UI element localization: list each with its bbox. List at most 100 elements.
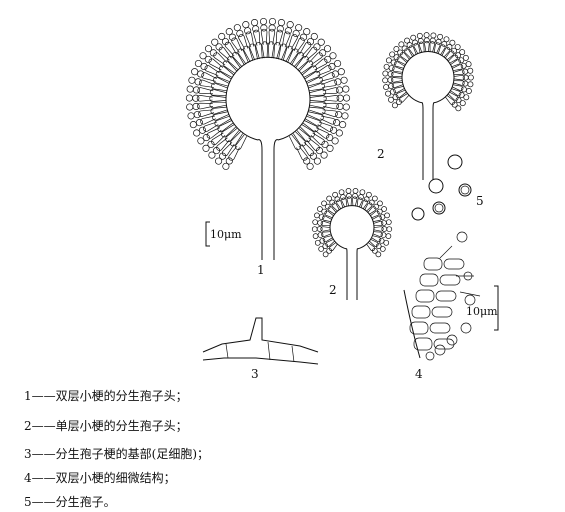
conidium (295, 24, 303, 32)
sterigma (215, 71, 232, 83)
sterigma (305, 115, 322, 127)
conidium (334, 78, 342, 86)
conidium (463, 271, 473, 281)
conidium (329, 199, 336, 206)
sterigma (304, 71, 321, 83)
sterigma (275, 29, 283, 46)
sterigma (238, 34, 249, 50)
conidium (252, 25, 260, 33)
conidium (379, 246, 386, 252)
sterigma (308, 52, 323, 66)
conidium (375, 243, 382, 249)
conidium (221, 38, 230, 46)
sterigma (369, 239, 379, 247)
conidium (195, 119, 203, 127)
conidium (343, 94, 351, 102)
conidium (219, 152, 227, 160)
sterigma (206, 127, 222, 139)
sterigma (282, 45, 293, 63)
sterigma (296, 128, 311, 143)
sterigma (325, 239, 335, 247)
conidium (417, 38, 424, 44)
conidium (331, 137, 339, 145)
conidium (404, 37, 410, 44)
conidium (268, 24, 276, 32)
conidium (390, 59, 397, 66)
conidium (215, 157, 223, 165)
conidium (410, 34, 417, 41)
conidium (335, 86, 344, 94)
sterigma (308, 106, 326, 115)
conidium (376, 208, 383, 215)
conidium (309, 152, 317, 160)
sterigma (391, 77, 403, 83)
conidium (319, 49, 327, 57)
conidium (398, 41, 405, 48)
conidium (412, 39, 418, 46)
sterigma (222, 60, 238, 74)
biseriate-conidial-head (185, 17, 351, 260)
conidium (449, 39, 456, 46)
sterigma (229, 131, 244, 147)
conidium (451, 47, 458, 54)
conidium (244, 27, 252, 35)
conidium (312, 219, 319, 226)
conidium (381, 220, 387, 226)
scale-bars (205, 221, 499, 331)
conidium (406, 42, 413, 49)
scale-label-4: 10μm (466, 305, 498, 318)
sterigma (299, 41, 312, 57)
sterigma (437, 44, 446, 56)
conidium (391, 102, 398, 109)
conidium (460, 62, 467, 69)
conidium (199, 52, 207, 60)
sterigma (395, 89, 407, 99)
conidium (329, 52, 337, 60)
sterigma (292, 131, 307, 147)
sterigma (304, 46, 318, 61)
conidium (193, 111, 201, 119)
conidium (204, 55, 212, 63)
conidium (462, 74, 469, 81)
conidium (342, 103, 350, 111)
conidium (326, 144, 334, 152)
conidium (338, 189, 345, 196)
sterigma (452, 64, 464, 72)
foot-cell-outline (202, 317, 319, 365)
sterigma (227, 56, 241, 71)
conidium (389, 88, 396, 95)
conidium (381, 226, 388, 232)
conidium (458, 92, 465, 98)
conidium (382, 77, 389, 84)
conidium (324, 55, 332, 63)
conidium (465, 88, 472, 94)
sterigma (400, 52, 410, 62)
conidium (276, 25, 284, 33)
conidium (259, 17, 268, 26)
conidium (437, 33, 444, 40)
sterigma (323, 102, 339, 110)
conidium (352, 188, 359, 194)
sterigma (367, 206, 377, 215)
sterigma (448, 91, 459, 101)
conidium (379, 214, 386, 220)
sterigma (218, 46, 232, 61)
sterigma (218, 65, 235, 78)
conidium (185, 94, 193, 102)
conidium (284, 27, 292, 35)
conidium (467, 81, 474, 88)
conidium (313, 43, 321, 51)
conidium (446, 44, 453, 50)
foot-cell-septa (225, 341, 295, 363)
conidium (323, 45, 332, 53)
sterigma (317, 121, 333, 132)
conidium (336, 94, 344, 102)
conidium (430, 32, 437, 39)
conidium (300, 33, 308, 41)
conidium-wall (434, 203, 444, 213)
conidium (385, 90, 391, 97)
conidium (341, 112, 349, 120)
panel-number-2-lower: 2 (329, 283, 337, 297)
sterigma (298, 60, 314, 74)
conidium (456, 231, 468, 243)
